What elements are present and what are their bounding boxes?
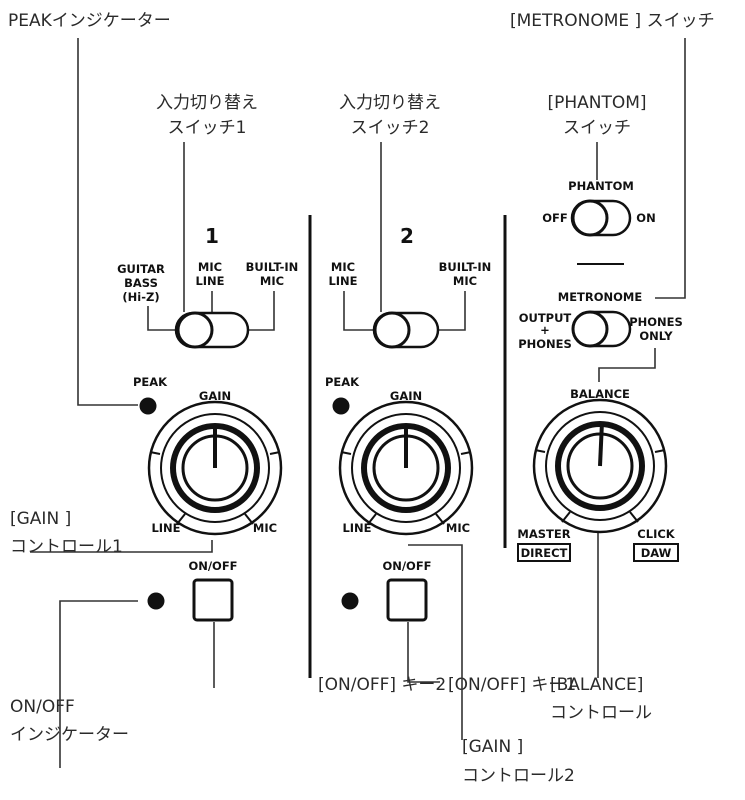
callout-balance-line1: [BALANCE] [550,675,643,695]
callout-onoff-key1: [ON/OFF] キー1 [448,675,576,695]
knob1-left-label: LINE [151,521,180,535]
knob1-right-label: MIC [253,521,277,535]
onoff-label-2: ON/OFF [382,559,431,573]
onoff-label-1: ON/OFF [188,559,237,573]
callout-input-switch1-line1: 入力切り替え [156,93,258,113]
callout-onoff-key2: [ON/OFF] キー2 [318,675,446,695]
output-label-line1: OUTPUT [519,311,572,325]
ch2-builtin-line1: BUILT-IN [439,260,492,274]
ch2-mic-label: MIC [331,260,355,274]
onoff-key-2[interactable] [386,578,428,622]
phantom-on-label: ON [636,211,655,225]
callout-input-switch2-line2: スイッチ2 [351,118,430,138]
ch2-builtin-line2: MIC [453,274,477,288]
callout-onoff-indicator-line1: ON/OFF [10,697,75,717]
phantom-switch[interactable] [570,199,632,237]
knob2-left-label: LINE [342,521,371,535]
callout-gain1-line2: コントロール1 [10,537,123,557]
mic-label: MIC [198,260,222,274]
phantom-label: PHANTOM [568,179,634,193]
guitar-label-line1: GUITAR [117,262,165,276]
onoff-key-1[interactable] [192,578,234,622]
master-label: MASTER [517,527,570,541]
builtin-label-line1: BUILT-IN [246,260,299,274]
callout-onoff-indicator-line2: インジケーター [10,725,129,745]
channel-1-number: 1 [205,224,219,248]
peak-indicator-1 [139,397,157,415]
ch2-line-label: LINE [328,274,357,288]
callout-gain1-line1: [GAIN ] [10,509,71,529]
direct-label: DIRECT [521,546,568,560]
gain-knob-1[interactable] [147,400,283,536]
builtin-label-line2: MIC [260,274,284,288]
callout-phantom-line2: スイッチ [563,118,631,138]
gain-knob-2[interactable] [338,400,474,536]
output-plus: + [540,323,550,337]
callout-gain2-line1: [GAIN ] [462,737,523,757]
peak-label-2: PEAK [325,375,360,389]
direct-badge: DIRECT [517,543,571,562]
gain-label-2: GAIN [390,389,422,403]
output-label-line2: PHONES [518,337,572,351]
metronome-switch[interactable] [571,310,632,348]
callout-input-switch2-line1: 入力切り替え [339,93,441,113]
gain-label-1: GAIN [199,389,231,403]
callout-phantom-line1: [PHANTOM] [547,93,646,113]
phones-only-line2: ONLY [639,329,673,343]
callout-balance-line2: コントロール [550,703,652,723]
daw-badge: DAW [633,543,679,562]
metronome-label: METRONOME [558,290,643,304]
peak-indicator-2 [332,397,350,415]
knob2-right-label: MIC [446,521,470,535]
guitar-label-line3: (Hi-Z) [122,290,159,304]
callout-input-switch1-line2: スイッチ1 [168,118,247,138]
phones-only-line1: PHONES [629,315,683,329]
callout-peak-indicator: PEAKインジケーター [8,11,171,31]
input-select-switch-2[interactable] [372,311,440,349]
guitar-label-line2: BASS [124,276,158,290]
callout-gain2-line2: コントロール2 [462,766,575,786]
balance-knob[interactable] [532,398,668,534]
peak-label-1: PEAK [133,375,168,389]
click-label: CLICK [637,527,675,541]
balance-label: BALANCE [570,387,630,401]
channel-2-number: 2 [400,224,414,248]
input-select-switch-1[interactable] [174,311,250,349]
onoff-indicator-1 [147,592,165,610]
onoff-indicator-2 [341,592,359,610]
callout-metronome-switch: [METRONOME ] スイッチ [510,11,715,31]
phantom-off-label: OFF [542,211,568,225]
leader-lines [30,38,686,768]
line-label: LINE [195,274,224,288]
daw-label: DAW [641,546,672,560]
